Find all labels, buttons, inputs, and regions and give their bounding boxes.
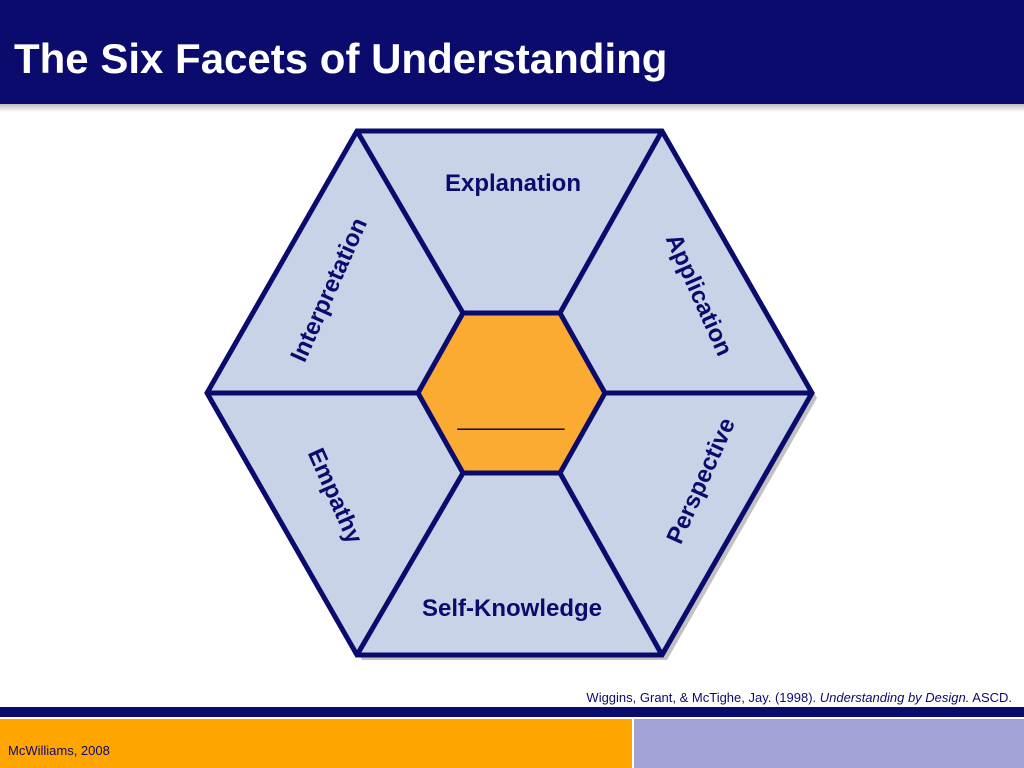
citation-authors: Wiggins, Grant, & McTighe, Jay. (1998). <box>586 690 820 705</box>
spoke-top-left <box>354 129 466 315</box>
footer-lavender-panel <box>634 719 1024 768</box>
citation-publisher: ASCD. <box>969 690 1012 705</box>
footer-credit: McWilliams, 2008 <box>8 743 110 758</box>
footer-rule <box>0 707 1024 717</box>
footer-orange-panel <box>0 719 632 768</box>
citation: Wiggins, Grant, & McTighe, Jay. (1998). … <box>586 690 1012 705</box>
title-bar: The Six Facets of Understanding <box>0 0 1024 104</box>
center-hexagon <box>415 310 608 476</box>
center-blank: ________ <box>457 404 565 431</box>
spoke-bottom-right <box>557 471 665 657</box>
spoke-top-right <box>557 129 665 315</box>
spoke-bottom-left <box>354 471 466 657</box>
title-shadow <box>0 104 1024 112</box>
facet-self-knowledge: Self-Knowledge <box>422 595 602 622</box>
page-title: The Six Facets of Understanding <box>14 35 668 82</box>
citation-book-title: Understanding by Design. <box>819 690 970 705</box>
facet-explanation: Explanation <box>445 170 581 197</box>
